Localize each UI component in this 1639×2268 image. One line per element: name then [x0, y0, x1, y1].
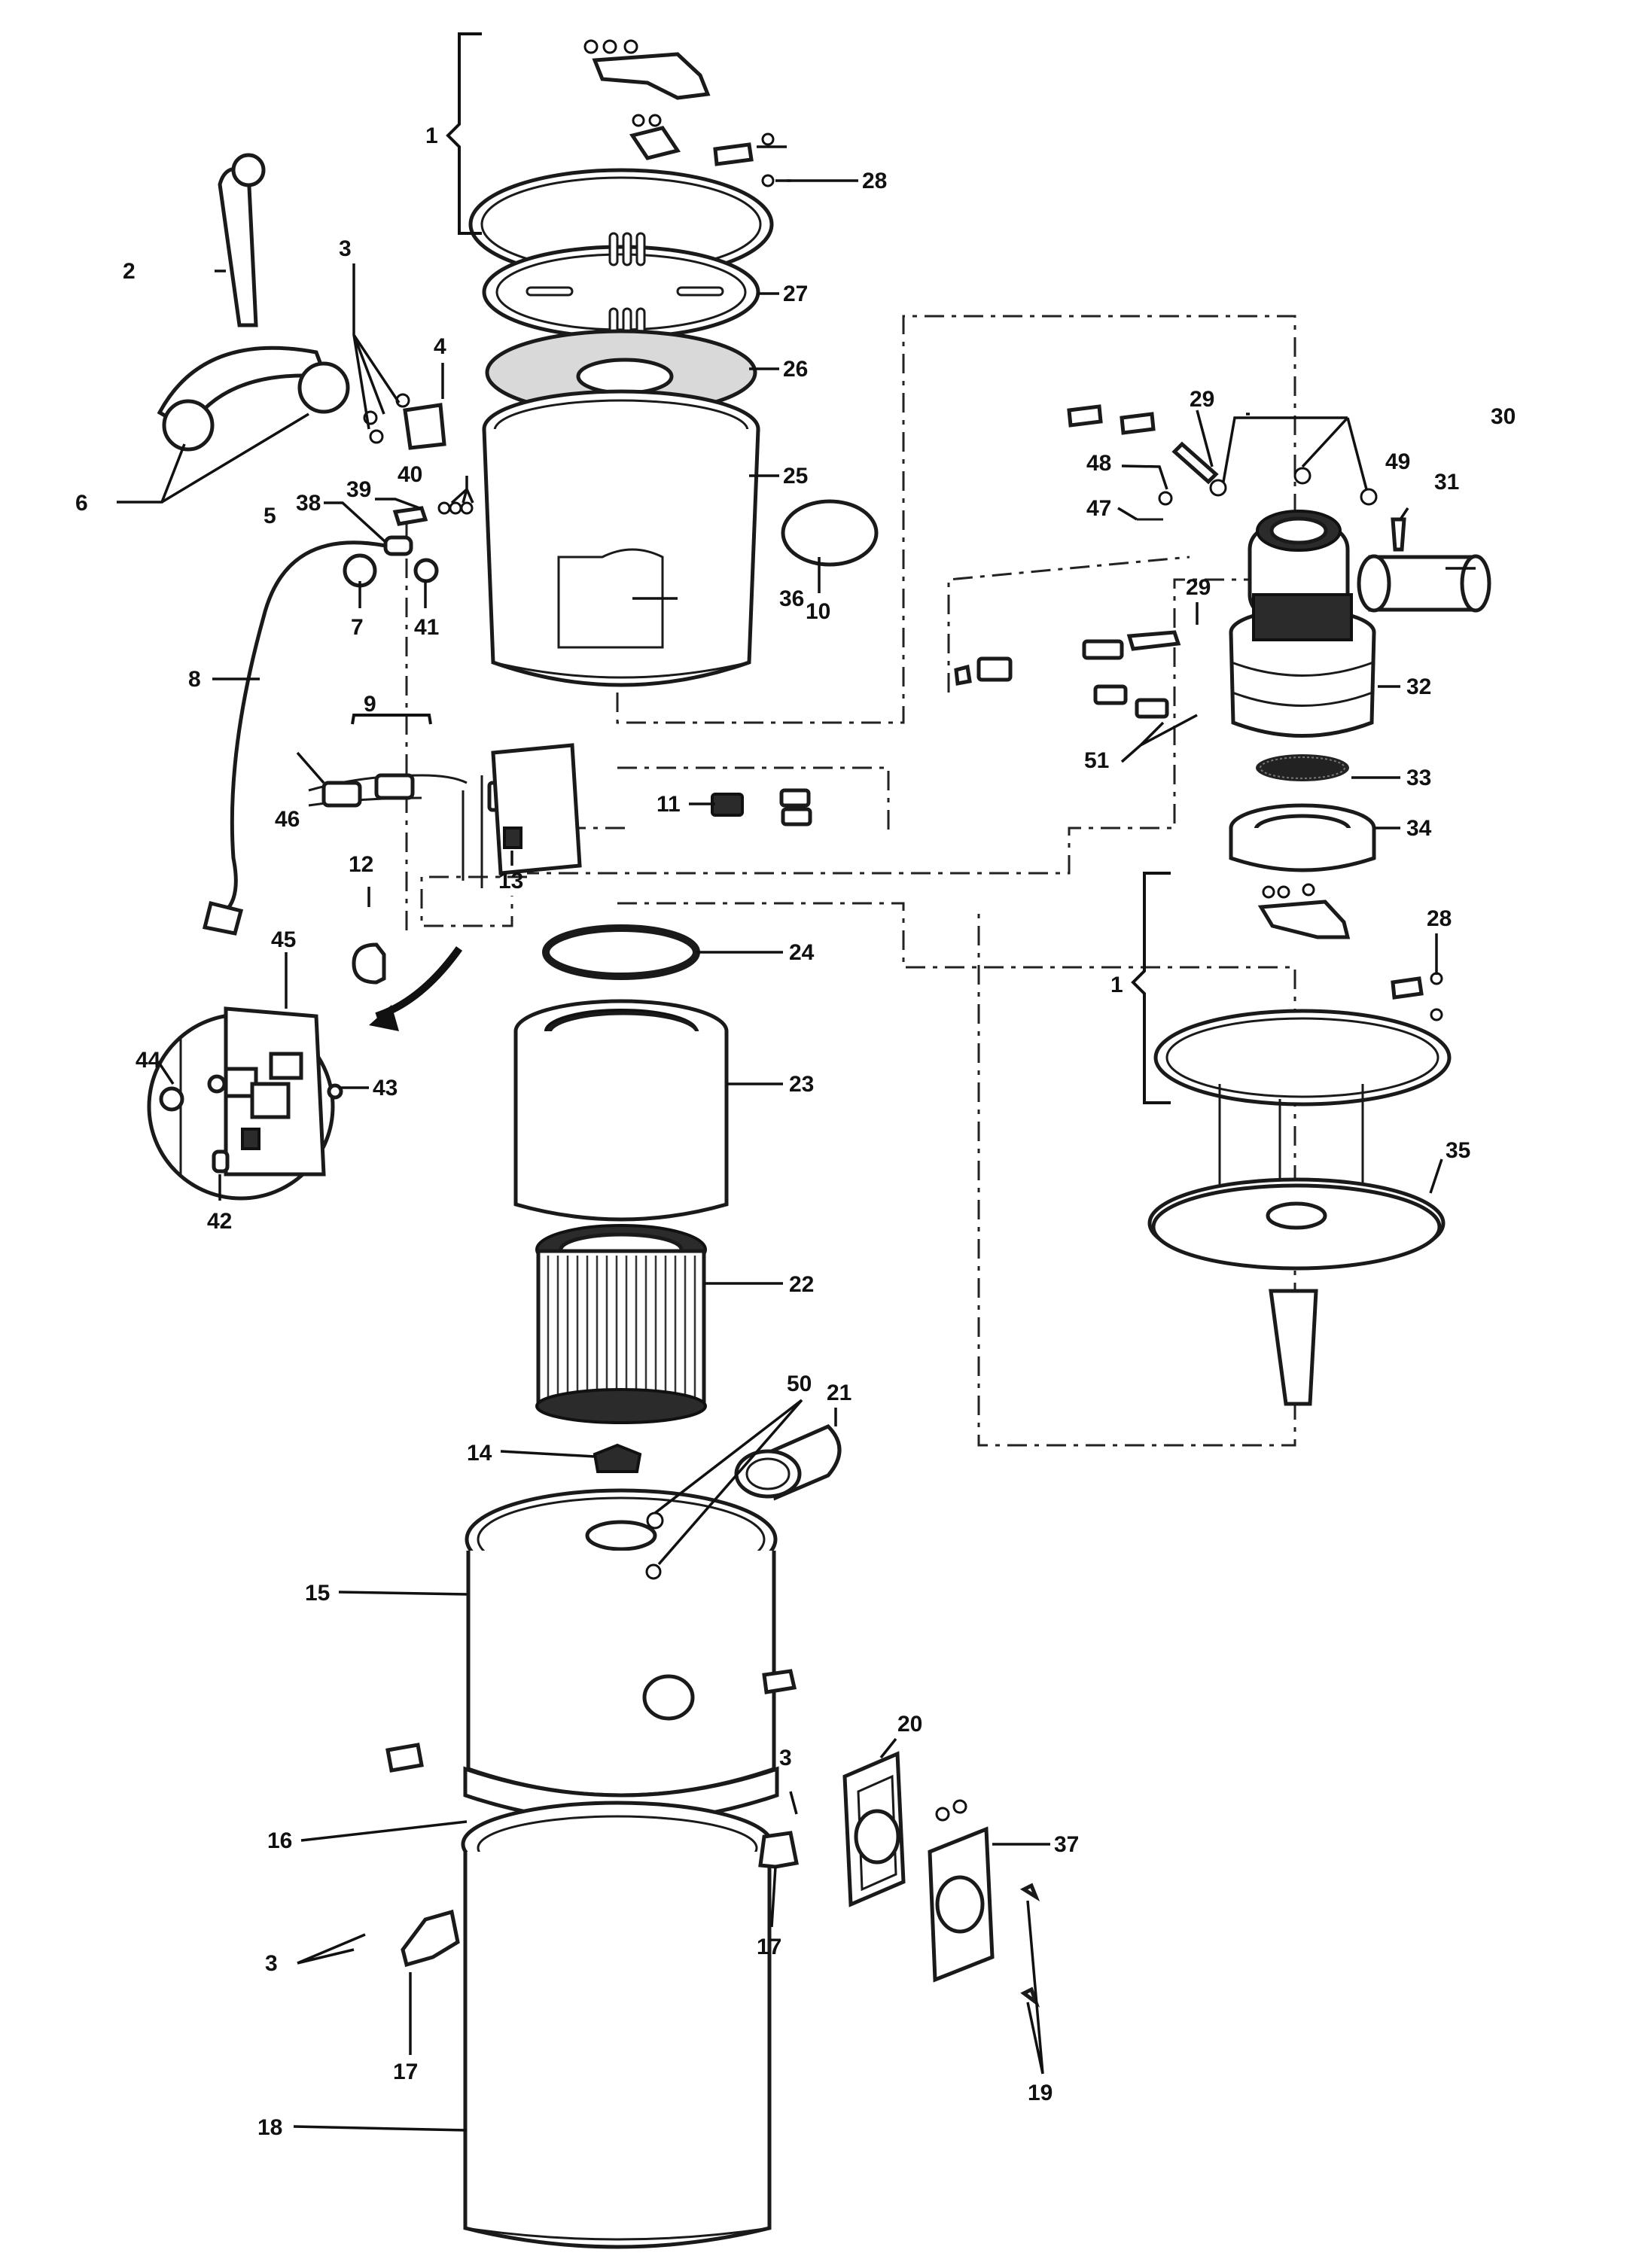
item-24-gasket — [542, 924, 700, 980]
callout-23: 23 — [789, 1072, 814, 1097]
callout-10: 10 — [806, 599, 830, 624]
callout-3a: 3 — [339, 236, 352, 261]
callout-6: 6 — [75, 491, 88, 516]
item-20-inlet-gasket — [842, 1751, 906, 1907]
item-26-filter-gasket — [485, 329, 757, 416]
callout-35: 35 — [1446, 1138, 1470, 1163]
callout-3c: 3 — [265, 1951, 278, 1976]
callout-31: 31 — [1434, 470, 1459, 495]
detail-circle-control-board — [147, 1006, 343, 1201]
item-10-cover-plate — [781, 499, 879, 567]
callout-46: 46 — [275, 807, 300, 832]
item-14-knob — [593, 1443, 642, 1473]
callout-37: 37 — [1054, 1832, 1079, 1857]
leader-lines — [117, 32, 1476, 2132]
item-17-latches — [385, 1669, 799, 1968]
callout-29a: 29 — [1190, 387, 1214, 412]
callout-28a: 28 — [862, 169, 887, 193]
callout-17b: 17 — [757, 1935, 781, 1959]
callout-17a: 17 — [393, 2059, 418, 2084]
callout-26: 26 — [783, 357, 808, 382]
item-34-motor-ring — [1229, 803, 1376, 872]
item-4-switch-bracket — [363, 393, 446, 450]
callout-45: 45 — [271, 927, 296, 952]
callout-41: 41 — [414, 615, 439, 640]
item-1-clamp-assembly-right — [1153, 883, 1452, 1107]
callout-49: 49 — [1385, 449, 1410, 474]
item-25-upper-canister — [482, 389, 760, 687]
item-2-mounting-bracket — [157, 153, 350, 452]
detail-arrow — [375, 946, 463, 1020]
callout-38: 38 — [296, 491, 321, 516]
item-15-middle-canister — [465, 1488, 778, 1798]
callout-51: 51 — [1084, 748, 1109, 773]
callout-39: 39 — [346, 477, 371, 502]
callout-3b: 3 — [779, 1746, 792, 1770]
callout-29b: 29 — [1186, 575, 1211, 600]
callout-47: 47 — [1086, 496, 1111, 521]
callout-24: 24 — [789, 940, 815, 965]
callout-14: 14 — [467, 1441, 492, 1466]
callout-21: 21 — [827, 1381, 851, 1405]
callout-18: 18 — [257, 2115, 282, 2140]
callout-25: 25 — [783, 464, 808, 489]
item-1-clamp-assembly-top — [468, 39, 775, 281]
item-18-lower-canister — [461, 1801, 774, 2249]
callout-43: 43 — [373, 1076, 398, 1101]
callout-16: 16 — [267, 1828, 292, 1853]
callout-15: 15 — [305, 1581, 330, 1606]
callout-labels: 1 1 2 3 3 3 4 5 6 7 8 9 10 11 12 13 14 1… — [75, 123, 1516, 2140]
callout-12: 12 — [349, 852, 373, 877]
callout-4: 4 — [434, 334, 446, 359]
item-33-filter-screen — [1256, 754, 1349, 781]
callout-19: 19 — [1028, 2081, 1053, 2105]
item-31-motor-cap — [1357, 554, 1491, 613]
callout-42: 42 — [207, 1209, 232, 1234]
callout-30: 30 — [1491, 404, 1516, 429]
callout-8: 8 — [188, 667, 201, 692]
callout-2: 2 — [123, 259, 136, 284]
item-35-motor-plate — [1147, 1084, 1446, 1406]
item-21-inlet — [734, 1424, 842, 1501]
motor-wiring-parts — [954, 404, 1219, 719]
callout-5: 5 — [264, 504, 276, 528]
small-hardware-left — [343, 501, 474, 588]
callout-11: 11 — [657, 792, 681, 817]
item-12-clip — [352, 942, 386, 985]
callout-28b: 28 — [1427, 906, 1452, 931]
callout-9: 9 — [364, 692, 376, 717]
callout-27: 27 — [783, 282, 808, 306]
item-22-pleated-filter — [535, 1224, 707, 1424]
callout-50: 50 — [787, 1371, 812, 1396]
callout-1b: 1 — [1110, 973, 1123, 997]
callout-34: 34 — [1406, 816, 1432, 841]
callout-20: 20 — [897, 1712, 922, 1737]
callout-13: 13 — [498, 869, 523, 894]
callout-7: 7 — [351, 615, 364, 640]
detail-arrowhead — [369, 1005, 399, 1031]
callout-32: 32 — [1406, 674, 1431, 699]
callout-1a: 1 — [425, 123, 438, 148]
item-13-circuit-board — [491, 743, 582, 875]
callout-33: 33 — [1406, 766, 1431, 790]
item-11-switch — [711, 788, 812, 827]
item-23-filter-bag — [513, 999, 729, 1222]
callout-48: 48 — [1086, 451, 1111, 476]
motor-top — [1248, 510, 1353, 641]
callout-40: 40 — [398, 462, 422, 487]
callout-22: 22 — [789, 1272, 814, 1297]
item-8-power-cord — [202, 540, 386, 936]
callout-36: 36 — [779, 586, 804, 611]
item-37-inlet-plate — [928, 1799, 1040, 2008]
callout-44: 44 — [136, 1048, 161, 1073]
